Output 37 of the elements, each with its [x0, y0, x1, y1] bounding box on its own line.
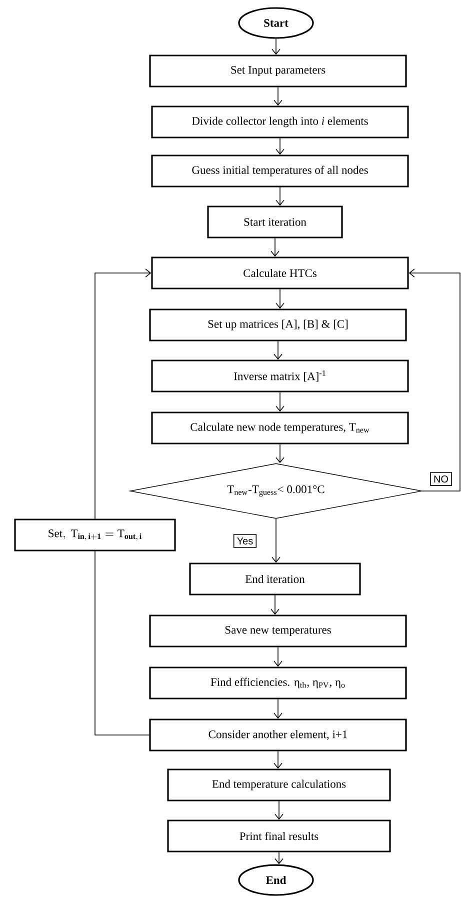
- process-box: Print final results: [167, 820, 391, 852]
- process-box: Inverse matrix [A]$^{-1}$: [151, 360, 409, 392]
- arrow: [272, 38, 280, 55]
- arrow: [274, 800, 284, 820]
- arrow: [274, 698, 282, 719]
- arrow: [270, 594, 280, 615]
- process-box: Calculate new node temperatures, T$_{new}$: [151, 412, 409, 444]
- process-box: End temperature calculations: [167, 768, 391, 802]
- process-box: Consider another element, i+1: [149, 718, 407, 752]
- arrow: [274, 340, 282, 360]
- edge-label: Yes: [233, 534, 257, 548]
- process-box: Set up matrices [A], [B] & [C]: [149, 308, 407, 342]
- arrow: [274, 646, 282, 667]
- arrow: [270, 238, 280, 257]
- arrow: [276, 138, 284, 155]
- arrow: [272, 518, 280, 563]
- process-box: Guess initial temperatures of all nodes: [151, 154, 409, 188]
- process-box: Save new temperatures: [149, 614, 407, 648]
- arrow: [276, 186, 284, 206]
- process-box: End iteration: [189, 562, 361, 596]
- process-box: Start iteration: [207, 206, 343, 238]
- end-oval: End: [238, 864, 314, 896]
- process-box: Set Input parameters: [149, 54, 407, 88]
- arrow: [276, 444, 284, 464]
- process-box: Calculate HTCs: [151, 256, 409, 290]
- process-box: Divide collector length into i elements: [151, 106, 409, 138]
- process-box: Find efficiencies. η$_{th}$, η$_{PV}$, η$_{o}$: [149, 666, 407, 700]
- arrow: [274, 86, 282, 106]
- arrow: [276, 288, 284, 309]
- edge-label: NO: [430, 472, 452, 486]
- arrow: [94, 268, 152, 520]
- arrow: [274, 852, 284, 864]
- start-oval: Start: [238, 7, 314, 39]
- arrow: [276, 392, 284, 412]
- arrow: [408, 268, 460, 492]
- process-box: $\mathrm{Set,\ T_{\mathbf{in,\,i+1}}=T_{\mathbf{out,\,i}}}$: [14, 518, 176, 552]
- arrow: [274, 750, 282, 769]
